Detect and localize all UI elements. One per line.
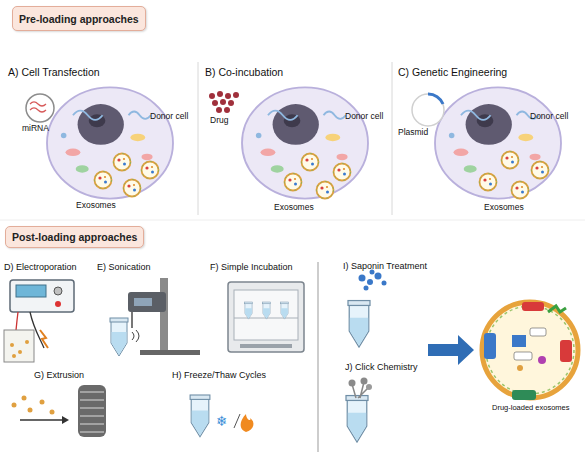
panel-title: A) Cell Transfection [8,67,100,79]
part-label: Donor cell [345,112,383,121]
section-header-box: Pre-loading approaches [12,6,146,31]
part-label: Drug [210,116,228,125]
panel-title: B) Co-incubation [205,67,283,79]
part-label: Exosomes [484,203,524,212]
panel-title: H) Freeze/Thaw Cycles [172,371,266,381]
part-label: Donor cell [150,112,188,121]
section-header-text: Pre-loading approaches [19,13,139,25]
section-header-box: Post-loading approaches [5,226,144,248]
part-label: Plasmid [398,128,428,137]
panel-title: D) Electroporation [4,263,77,273]
part-label: Exosomes [274,203,314,212]
section-header-text: Post-loading approaches [12,231,137,243]
part-label: Exosomes [76,201,116,210]
caption-label: Drug-loaded exosomes [492,404,570,412]
panel-title: E) Sonication [97,263,151,273]
part-label: miRNA [22,124,49,133]
panel-title: I) Saponin Treatment [343,262,427,272]
panel-title: G) Extrusion [34,371,84,381]
panel-title: C) Genetic Engineering [398,67,507,79]
svg-text:❄: ❄ [216,413,228,429]
panel-title: J) Click Chemistry [345,363,418,373]
panel-title: F) Simple Incubation [210,263,293,273]
part-label: Donor cell [530,112,568,121]
